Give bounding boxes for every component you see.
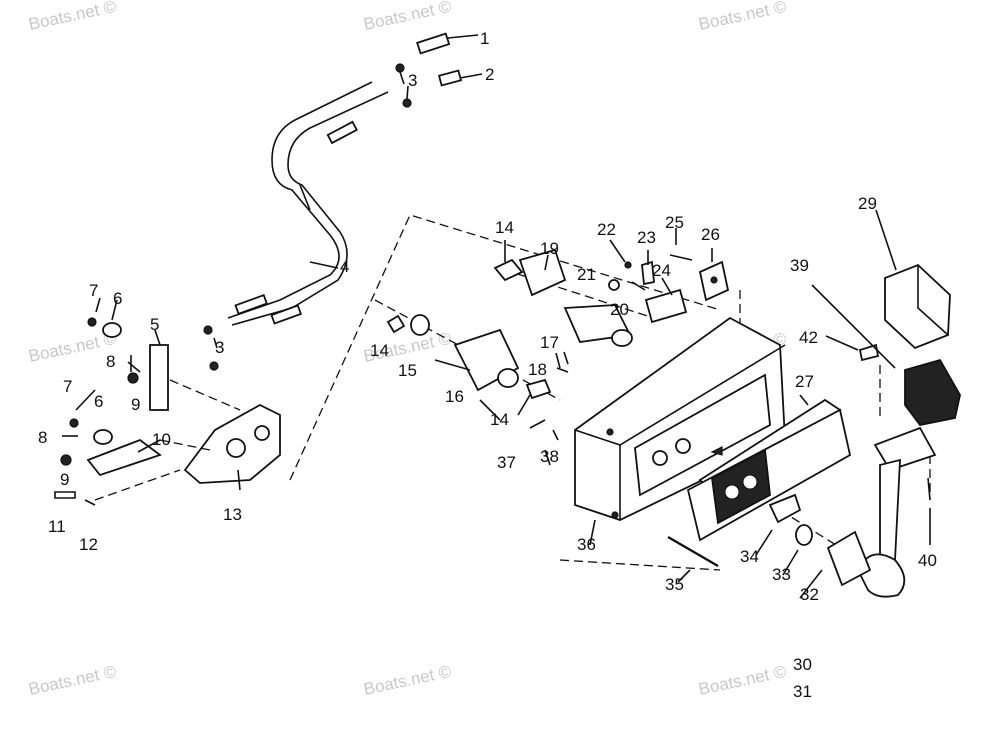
watermark: Boats.net © bbox=[362, 662, 454, 699]
watermark: Boats.net © bbox=[362, 0, 454, 34]
part-label-20: 20 bbox=[610, 300, 629, 319]
part-label-32: 32 bbox=[800, 585, 819, 604]
part-label-29: 29 bbox=[858, 194, 877, 213]
part-label-9: 9 bbox=[60, 470, 69, 489]
cover-plate bbox=[686, 398, 852, 542]
part-label-23: 23 bbox=[637, 228, 656, 247]
part-label-12: 12 bbox=[79, 535, 98, 554]
part-number-labels: 1 2 3 4 3 5 6 7 8 9 7 6 8 10 9 11 12 13 … bbox=[38, 29, 937, 701]
part-label-15: 15 bbox=[398, 361, 417, 380]
part-label-4: 4 bbox=[340, 257, 349, 276]
watermark: Boats.net © bbox=[697, 662, 789, 699]
part-label-8: 8 bbox=[38, 428, 47, 447]
part-label-14: 14 bbox=[490, 410, 509, 429]
part-label-9: 9 bbox=[131, 395, 140, 414]
part-label-3: 3 bbox=[215, 338, 224, 357]
part-label-7: 7 bbox=[63, 377, 72, 396]
top-hardware bbox=[608, 254, 730, 324]
part-label-34: 34 bbox=[740, 547, 759, 566]
control-box-housing bbox=[574, 316, 786, 521]
part-label-38: 38 bbox=[540, 447, 559, 466]
shift-shaft-parts bbox=[386, 248, 633, 466]
left-bracket-assembly bbox=[54, 317, 281, 506]
watermark: Boats.net © bbox=[27, 662, 119, 699]
part-label-1: 1 bbox=[480, 29, 489, 48]
part-label-30: 30 bbox=[793, 655, 812, 674]
part-label-22: 22 bbox=[597, 220, 616, 239]
part-label-39: 39 bbox=[790, 256, 809, 275]
control-handle bbox=[667, 426, 937, 598]
part-label-25: 25 bbox=[665, 213, 684, 232]
part-label-14: 14 bbox=[370, 341, 389, 360]
part-label-35: 35 bbox=[665, 575, 684, 594]
part-label-42: 42 bbox=[799, 328, 818, 347]
part-label-10: 10 bbox=[152, 430, 171, 449]
part-label-5: 5 bbox=[150, 315, 159, 334]
part-label-37: 37 bbox=[497, 453, 516, 472]
part-label-31: 31 bbox=[793, 682, 812, 701]
leader-lines bbox=[75, 209, 931, 599]
part-label-3: 3 bbox=[408, 71, 417, 90]
part-label-13: 13 bbox=[223, 505, 242, 524]
watermark: Boats.net © bbox=[27, 0, 119, 34]
part-label-8: 8 bbox=[106, 352, 115, 371]
part-label-18: 18 bbox=[528, 360, 547, 379]
part-label-14: 14 bbox=[495, 218, 514, 237]
part-label-16: 16 bbox=[445, 387, 464, 406]
part-label-24: 24 bbox=[652, 261, 671, 280]
part-label-36: 36 bbox=[577, 535, 596, 554]
part-label-33: 33 bbox=[772, 565, 791, 584]
part-label-26: 26 bbox=[701, 225, 720, 244]
part-label-17: 17 bbox=[540, 333, 559, 352]
part-label-6: 6 bbox=[113, 289, 122, 308]
watermark: Boats.net © bbox=[697, 0, 789, 34]
part-label-21: 21 bbox=[577, 265, 596, 284]
part-label-2: 2 bbox=[485, 65, 494, 84]
switch-assembly bbox=[858, 263, 961, 426]
part-label-11: 11 bbox=[48, 517, 66, 536]
part-label-27: 27 bbox=[795, 372, 814, 391]
part-label-6: 6 bbox=[94, 392, 103, 411]
control-cables bbox=[227, 81, 389, 326]
part-label-19: 19 bbox=[540, 239, 559, 258]
part-label-7: 7 bbox=[89, 281, 98, 300]
cable-end-fittings bbox=[203, 32, 483, 371]
part-label-40: 40 bbox=[918, 551, 937, 570]
